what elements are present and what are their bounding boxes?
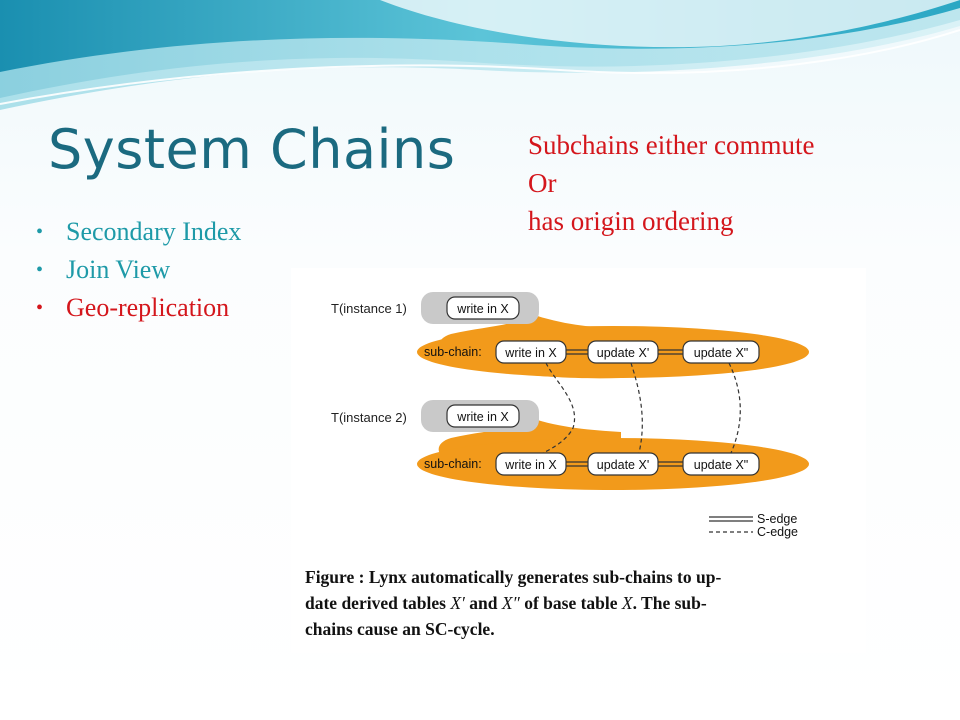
txn-1-op-label: write in X — [456, 302, 509, 316]
caption-line: Figure : Lynx automatically generates su… — [305, 567, 722, 587]
bullet-dot-icon: • — [36, 259, 44, 281]
c-edge — [630, 362, 643, 454]
op-label: write in X — [504, 458, 557, 472]
op-label: update X" — [694, 346, 748, 360]
caption-var: X″ — [501, 593, 520, 613]
bullet-label: Geo-replication — [66, 293, 230, 322]
txn-1-op — [446, 296, 520, 320]
op-box — [495, 340, 567, 364]
legend-c-edge-label: C-edge — [757, 525, 798, 539]
bullet-item: • Secondary Index — [36, 213, 241, 251]
op-label: update X' — [597, 458, 649, 472]
txn-2-op — [446, 404, 520, 428]
slide-title: System Chains — [48, 118, 456, 181]
note-line: has origin ordering — [528, 206, 734, 236]
bullet-label: Join View — [66, 255, 171, 284]
caption-line: chains cause an SC-cycle. — [305, 619, 495, 639]
bullet-item: • Geo-replication — [36, 289, 241, 327]
op-label: update X" — [694, 458, 748, 472]
bullet-item: • Join View — [36, 251, 241, 289]
bullet-dot-icon: • — [36, 297, 44, 319]
op-box — [682, 340, 760, 364]
figure-caption: Figure : Lynx automatically generates su… — [305, 564, 865, 642]
caption-var: X′ — [450, 593, 465, 613]
op-box — [587, 452, 659, 476]
bullet-label: Secondary Index — [66, 217, 242, 246]
op-box — [587, 340, 659, 364]
note-line: Or — [528, 168, 557, 198]
bullet-dot-icon: • — [36, 221, 44, 243]
op-label: update X' — [597, 346, 649, 360]
instance-2-label: T(instance 2) — [331, 410, 407, 425]
subchain-2-label: sub-chain: — [424, 457, 482, 471]
note-line: Subchains either commute — [528, 130, 815, 160]
c-edge — [542, 362, 576, 454]
op-box — [682, 452, 760, 476]
caption-var: X — [621, 593, 633, 613]
lynx-figure: T(instance 1) write in X T(instance 2) w… — [291, 268, 866, 653]
subchain-note: Subchains either commute Or has origin o… — [528, 126, 814, 240]
subchain-1-label: sub-chain: — [424, 345, 482, 359]
subchain-diagram: T(instance 1) write in X T(instance 2) w… — [331, 292, 809, 539]
txn-2-op-label: write in X — [456, 410, 509, 424]
caption-line: date derived tables X′ and X″ of base ta… — [305, 593, 707, 613]
c-edge — [728, 362, 741, 454]
instance-1-label: T(instance 1) — [331, 301, 407, 316]
op-label: write in X — [504, 346, 557, 360]
bullet-list: • Secondary Index • Join View • Geo-replica… — [36, 213, 241, 327]
legend-s-edge-label: S-edge — [757, 512, 797, 526]
op-box — [495, 452, 567, 476]
